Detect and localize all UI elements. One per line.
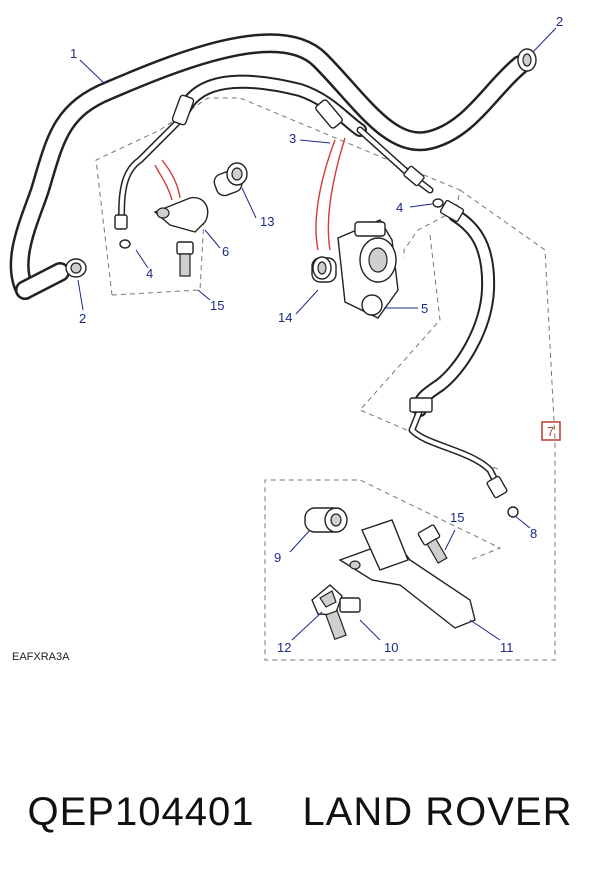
callout-12: 12 — [277, 640, 291, 655]
grommet-part-9 — [304, 507, 348, 533]
callout-11: 11 — [500, 640, 514, 655]
callout-9: 9 — [274, 550, 281, 565]
callout-15-bottom: 15 — [450, 510, 464, 525]
pipe-assembly-part-3 — [114, 74, 434, 251]
callout-7: 7 — [547, 424, 554, 439]
grommet-part-13 — [213, 162, 248, 197]
o-ring-part-4-right — [432, 198, 444, 208]
bracket-part-11 — [338, 519, 476, 629]
hose-part-7 — [408, 199, 508, 499]
callout-5: 5 — [421, 301, 428, 316]
callout-7-box — [541, 421, 561, 441]
callout-1: 1 — [70, 46, 77, 61]
clip-part-12 — [311, 584, 343, 616]
grommet-part-14 — [311, 256, 337, 283]
callout-labels: 1 2 2 3 4 4 5 6 7 8 9 10 11 12 13 14 15 … — [70, 14, 563, 655]
bolt-part-10 — [325, 597, 361, 641]
clip-part-2-top — [517, 48, 537, 72]
bolt-part-15-bottom — [417, 524, 448, 564]
callout-4-right: 4 — [396, 200, 403, 215]
part-number: QEP104401 — [27, 790, 255, 834]
callout-2-bottom: 2 — [79, 311, 86, 326]
diagram-reference-code: EAFXRA3A — [12, 651, 70, 663]
callout-8: 8 — [530, 526, 537, 541]
clamp-part-6 — [153, 196, 209, 233]
callout-6: 6 — [222, 244, 229, 259]
callout-15-top: 15 — [210, 298, 224, 313]
callout-10: 10 — [384, 640, 398, 655]
clip-part-2-bottom — [65, 258, 87, 278]
callout-14: 14 — [278, 310, 292, 325]
bolt-part-15-top — [176, 241, 194, 277]
parts-diagram: 1 2 2 3 4 4 5 6 7 8 9 10 11 12 13 14 15 … — [9, 14, 563, 663]
callout-2-top: 2 — [556, 14, 563, 29]
leader-lines — [77, 27, 557, 641]
footer: QEP104401 LAND ROVER — [0, 790, 600, 835]
o-ring-part-8 — [507, 506, 519, 518]
callout-4-left: 4 — [146, 266, 153, 281]
clip-part-5 — [337, 219, 399, 319]
callout-3: 3 — [289, 131, 296, 146]
brand-name: LAND ROVER — [302, 790, 573, 834]
callout-13: 13 — [260, 214, 274, 229]
o-ring-part-4-left — [119, 239, 131, 249]
hose-part-1 — [9, 33, 530, 300]
